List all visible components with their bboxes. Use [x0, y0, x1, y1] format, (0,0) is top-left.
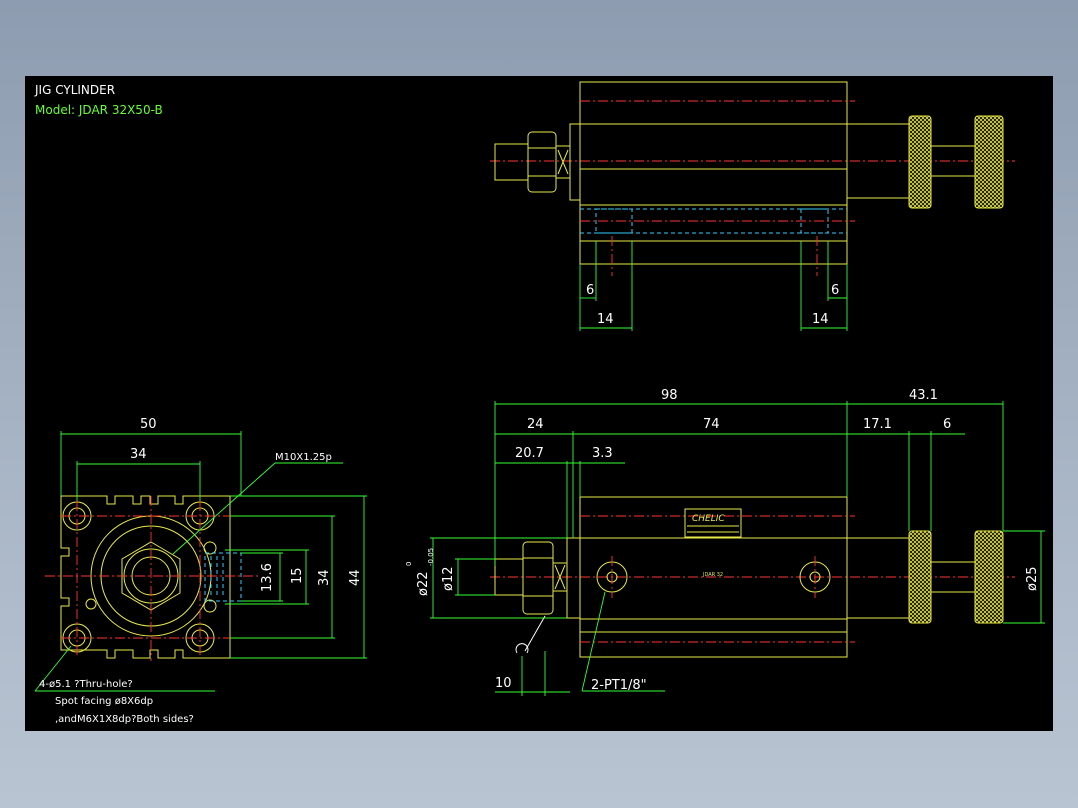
drawing-title: JIG CYLINDER [34, 83, 115, 97]
side-dim-6: 6 [943, 417, 951, 432]
end-dim-44: 44 [348, 569, 363, 586]
side-dim-20-7: 20.7 [515, 446, 544, 461]
plate-label: JDAR 32 [702, 572, 723, 578]
top-dim-left-6: 6 [586, 283, 594, 298]
side-view: CHELIC JDAR 32 98 43.1 24 [405, 388, 1045, 696]
end-dim-34-top: 34 [130, 447, 147, 462]
thread-label: M10X1.25p [275, 452, 332, 463]
hole-note-line3: ,andM6X1X8dp?Both sides? [55, 714, 194, 725]
side-dim-10: 10 [495, 676, 512, 691]
end-dim-50: 50 [140, 417, 157, 432]
side-dim-dia22-tol-lower: -0.05 [427, 548, 435, 566]
side-dim-dia22-tol-upper: 0 [405, 562, 413, 566]
side-rear-knob [974, 530, 1004, 624]
end-dim-13-6: 13.6 [260, 563, 275, 592]
cad-drawing: JIG CYLINDER Model: JDAR 32X50-B [34, 81, 1045, 725]
model-label: Model: JDAR 32X50-B [35, 103, 163, 117]
side-dim-dia12: ø12 [441, 567, 456, 592]
side-dim-74: 74 [703, 417, 720, 432]
brand-plate [684, 508, 742, 538]
cad-viewport[interactable]: JIG CYLINDER Model: JDAR 32X50-B [25, 76, 1053, 731]
top-dim-right-14: 14 [812, 312, 829, 327]
profile-outline [60, 495, 231, 659]
side-dim-dia25: ø25 [1025, 567, 1040, 592]
port-label: 2-PT1/8" [591, 678, 647, 693]
side-front-knob [908, 530, 932, 624]
end-dim-34-side: 34 [317, 569, 332, 586]
side-dim-17-1: 17.1 [863, 417, 892, 432]
side-dim-43-1: 43.1 [909, 388, 938, 403]
end-view: 50 34 M10X1.25p 13.6 15 34 44 4-ø5.1 ?Th… [34, 417, 367, 725]
end-dim-15: 15 [290, 567, 305, 584]
hole-note-line1: 4-ø5.1 ?Thru-hole? [39, 679, 133, 690]
side-dim-3-3: 3.3 [592, 446, 613, 461]
top-body-outline [579, 81, 848, 265]
rear-knurled-knob [974, 115, 1004, 209]
hole-note-line2: Spot facing ø8X6dp [55, 696, 153, 707]
side-dim-24: 24 [527, 417, 544, 432]
front-knurled-knob [908, 115, 932, 209]
side-dim-98: 98 [661, 388, 678, 403]
top-dim-right-6: 6 [831, 283, 839, 298]
top-view: 6 6 14 14 [490, 81, 1015, 331]
brand-label: CHELIC [692, 514, 725, 524]
top-dim-left-14: 14 [597, 312, 614, 327]
side-dim-dia22: ø22 [416, 572, 431, 597]
